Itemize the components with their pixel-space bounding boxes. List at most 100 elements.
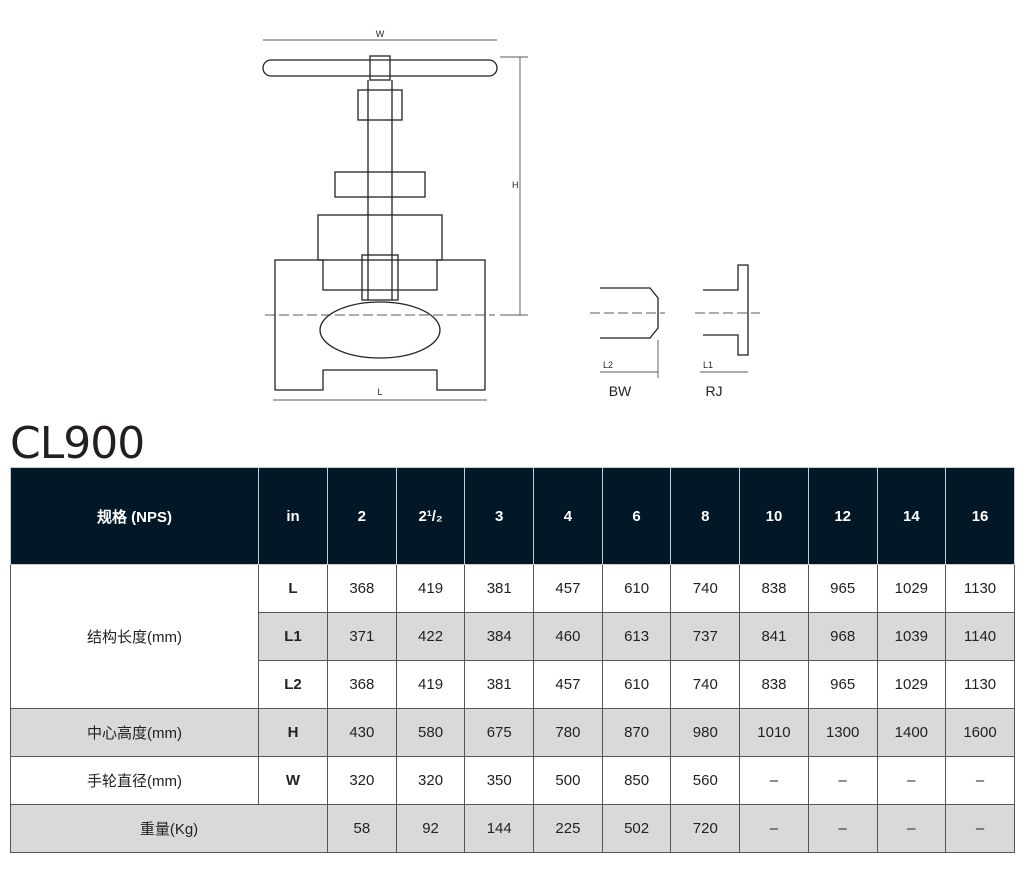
row-label: 结构长度(mm) bbox=[10, 564, 259, 709]
size-header: 6 bbox=[601, 467, 672, 565]
table-cell: 1029 bbox=[876, 564, 947, 613]
table-cell: 430 bbox=[327, 708, 397, 757]
table-cell: 384 bbox=[464, 612, 535, 661]
row-key: L1 bbox=[258, 612, 328, 661]
table-cell: 610 bbox=[601, 564, 672, 613]
dim-w-label: W bbox=[376, 29, 385, 39]
table-cell: 838 bbox=[739, 660, 809, 709]
row-label: 中心高度(mm) bbox=[10, 708, 259, 757]
unit-header: in bbox=[258, 467, 328, 565]
table-cell: 320 bbox=[327, 756, 397, 805]
dim-h-label: H bbox=[512, 180, 519, 190]
dim-l2-label: L2 bbox=[603, 360, 613, 370]
size-header: 16 bbox=[945, 467, 1015, 565]
table-cell: 610 bbox=[601, 660, 672, 709]
table-cell: 870 bbox=[601, 708, 672, 757]
size-header: 10 bbox=[739, 467, 809, 565]
table-cell: 422 bbox=[395, 612, 466, 661]
table-cell: 675 bbox=[464, 708, 535, 757]
table-cell: 350 bbox=[464, 756, 535, 805]
table-cell: 460 bbox=[533, 612, 603, 661]
table-cell: 502 bbox=[601, 804, 672, 853]
table-cell: 980 bbox=[670, 708, 741, 757]
row-label: 重量(Kg) bbox=[10, 804, 328, 853]
table-cell: 1039 bbox=[876, 612, 947, 661]
table-cell: – bbox=[807, 756, 878, 805]
globe-valve-diagram: W H L bbox=[262, 29, 528, 401]
spec-header: 规格 (NPS) bbox=[10, 467, 259, 565]
table-cell: 737 bbox=[670, 612, 741, 661]
table-cell: 419 bbox=[395, 660, 466, 709]
row-key: L bbox=[258, 564, 328, 613]
size-header: 3 bbox=[464, 467, 535, 565]
table-cell: 841 bbox=[739, 612, 809, 661]
table-cell: 320 bbox=[395, 756, 466, 805]
table-cell: 1010 bbox=[739, 708, 809, 757]
row-label: 手轮直径(mm) bbox=[10, 756, 259, 805]
table-cell: 780 bbox=[533, 708, 603, 757]
valve-drawing: W H L L2 BW L1 RJ bbox=[262, 29, 760, 401]
size-header: 14 bbox=[876, 467, 947, 565]
table-cell: – bbox=[945, 756, 1015, 805]
table-cell: 500 bbox=[533, 756, 603, 805]
size-header: 4 bbox=[533, 467, 603, 565]
table-cell: – bbox=[807, 804, 878, 853]
table-cell: 419 bbox=[395, 564, 466, 613]
dim-l1-label: L1 bbox=[703, 360, 713, 370]
table-cell: 381 bbox=[464, 660, 535, 709]
table-cell: 92 bbox=[395, 804, 466, 853]
table-cell: 740 bbox=[670, 660, 741, 709]
table-cell: 965 bbox=[807, 564, 878, 613]
table-cell: 560 bbox=[670, 756, 741, 805]
table-cell: 740 bbox=[670, 564, 741, 613]
size-header: 2¹/₂ bbox=[395, 467, 466, 565]
table-cell: 381 bbox=[464, 564, 535, 613]
table-cell: 720 bbox=[670, 804, 741, 853]
spec-table: 规格 (NPS) in 2 2¹/₂ 3 4 6 8 10 12 14 16 结… bbox=[10, 467, 1015, 853]
row-key: L2 bbox=[258, 660, 328, 709]
rj-label: RJ bbox=[705, 383, 722, 399]
table-cell: 838 bbox=[739, 564, 809, 613]
size-header: 12 bbox=[807, 467, 878, 565]
bw-label: BW bbox=[609, 383, 632, 399]
bw-end-diagram: L2 BW bbox=[590, 287, 665, 399]
table-cell: 457 bbox=[533, 564, 603, 613]
table-cell: 1130 bbox=[945, 564, 1015, 613]
table-cell: 1600 bbox=[945, 708, 1015, 757]
table-cell: 1130 bbox=[945, 660, 1015, 709]
dim-l-label: L bbox=[377, 387, 382, 397]
table-cell: – bbox=[876, 756, 947, 805]
table-cell: – bbox=[739, 756, 809, 805]
table-cell: 1029 bbox=[876, 660, 947, 709]
page-title: CL900 bbox=[10, 418, 145, 469]
table-cell: 1300 bbox=[807, 708, 878, 757]
table-cell: 965 bbox=[807, 660, 878, 709]
table-cell: 613 bbox=[601, 612, 672, 661]
table-cell: – bbox=[945, 804, 1015, 853]
table-cell: 371 bbox=[327, 612, 397, 661]
header-row: 规格 (NPS) in 2 2¹/₂ 3 4 6 8 10 12 14 16 bbox=[10, 467, 1015, 565]
table-cell: 457 bbox=[533, 660, 603, 709]
table-cell: 850 bbox=[601, 756, 672, 805]
table-cell: 368 bbox=[327, 564, 397, 613]
table-cell: – bbox=[739, 804, 809, 853]
row-key: H bbox=[258, 708, 328, 757]
rj-end-diagram: L1 RJ bbox=[695, 264, 760, 399]
table-cell: – bbox=[876, 804, 947, 853]
table-cell: 144 bbox=[464, 804, 535, 853]
table-cell: 968 bbox=[807, 612, 878, 661]
table-cell: 368 bbox=[327, 660, 397, 709]
size-header: 2 bbox=[327, 467, 397, 565]
row-key: W bbox=[258, 756, 328, 805]
table-cell: 1400 bbox=[876, 708, 947, 757]
table-cell: 580 bbox=[395, 708, 466, 757]
table-cell: 58 bbox=[327, 804, 397, 853]
size-header: 8 bbox=[670, 467, 741, 565]
table-cell: 225 bbox=[533, 804, 603, 853]
